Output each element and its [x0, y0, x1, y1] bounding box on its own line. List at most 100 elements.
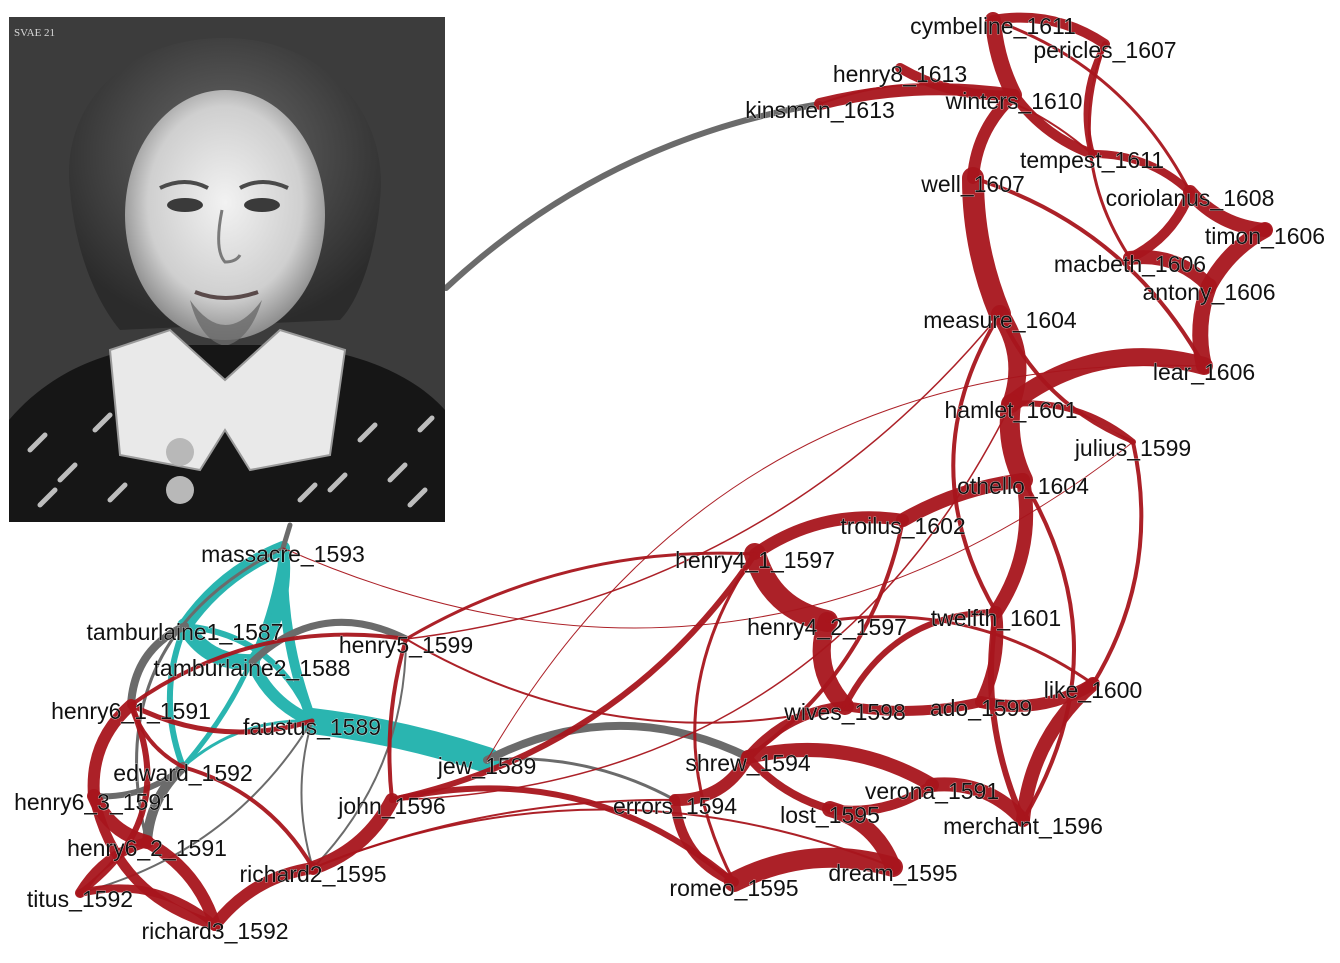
node-label-henry5_1599[interactable]: henry5_1599 — [339, 632, 474, 659]
node-label-richard3_1592[interactable]: richard3_1592 — [141, 918, 289, 945]
edge-hamlet_1601-othello_1604 — [999, 394, 1033, 490]
portrait-button — [166, 476, 194, 504]
edge-shrew_1594-errors_1594 — [669, 751, 754, 807]
node-label-richard2_1595[interactable]: richard2_1595 — [239, 861, 387, 888]
node-label-henry6_2_1591[interactable]: henry6_2_1591 — [67, 835, 227, 862]
portrait-face — [125, 90, 325, 340]
portrait-beard — [190, 300, 262, 346]
node-label-titus_1592[interactable]: titus_1592 — [27, 886, 134, 913]
node-label-like_1600[interactable]: like_1600 — [1043, 677, 1142, 704]
edge-henry6_3_1591-richard3_1592 — [89, 791, 220, 930]
node-label-wives_1598[interactable]: wives_1598 — [783, 699, 906, 726]
portrait-mouth — [194, 290, 259, 300]
edge-henry4_2_1597-like_1600 — [825, 615, 1095, 686]
edge-faustus_1589-titus_1592 — [79, 720, 313, 894]
edge-edward_1592-richard2_1595 — [181, 765, 315, 870]
edge-twelfth_1601-wives_1598 — [842, 609, 999, 709]
edge-henry5_1599-measure_1604 — [405, 313, 1001, 640]
edge-measure_1604-julius_1599 — [998, 312, 1135, 444]
edge-winters_1610-tempest_1611 — [1009, 90, 1097, 159]
node-label-cymbeline_1611[interactable]: cymbeline_1611 — [910, 13, 1076, 40]
edge-shrew_1594-lost_1595 — [744, 753, 834, 813]
edge-layer — [75, 12, 1273, 931]
edge-macbeth_1606-coriolanus_1608 — [1125, 187, 1195, 263]
node-label-henry8_1613[interactable]: henry8_1613 — [833, 61, 968, 88]
portrait-nose — [217, 209, 242, 264]
node-label-hamlet_1601[interactable]: hamlet_1601 — [944, 397, 1078, 424]
node-label-henry6_1_1591[interactable]: henry6_1_1591 — [51, 698, 211, 725]
portrait-right-eye — [244, 198, 280, 212]
marlowe-portrait: SVAE 21 — [9, 17, 445, 522]
edge-lear_1606-hamlet_1601 — [1002, 348, 1213, 413]
edge-kinsmen_1613-portrait — [443, 101, 823, 291]
edge-othello_1604-troilus_1602 — [896, 473, 1030, 527]
edge-massacre_1593-julius_1599 — [282, 441, 1134, 629]
node-label-jew_1589[interactable]: jew_1589 — [436, 753, 536, 780]
node-label-massacre_1593[interactable]: massacre_1593 — [201, 541, 365, 568]
node-label-romeo_1595[interactable]: romeo_1595 — [669, 875, 799, 902]
edge-wives_1598-ado_1599 — [840, 697, 986, 716]
edge-tamburlaine1_1587-tamburlaine2_1588 — [177, 618, 260, 671]
node-label-dream_1595[interactable]: dream_1595 — [828, 860, 958, 887]
node-label-pericles_1607[interactable]: pericles_1607 — [1033, 37, 1177, 64]
node-label-errors_1594[interactable]: errors_1594 — [613, 793, 738, 820]
node-label-ado_1599[interactable]: ado_1599 — [930, 695, 1033, 722]
edge-titus_1592-henry6_1_1591 — [77, 702, 151, 896]
node-label-henry4_2_1597[interactable]: henry4_2_1597 — [747, 614, 907, 641]
edge-faustus_1589-jew_1589 — [299, 708, 500, 773]
node-label-tamburlaine2_1588[interactable]: tamburlaine2_1588 — [153, 655, 351, 682]
node-label-merchant_1596[interactable]: merchant_1596 — [943, 813, 1103, 840]
node-label-well_1607[interactable]: well_1607 — [920, 171, 1025, 198]
node-label-measure_1604[interactable]: measure_1604 — [923, 307, 1077, 334]
node-label-coriolanus_1608[interactable]: coriolanus_1608 — [1105, 185, 1275, 212]
node-label-winters_1610[interactable]: winters_1610 — [944, 88, 1083, 115]
node-label-lost_1595[interactable]: lost_1595 — [780, 802, 880, 829]
edge-henry4_1_1597-henry4_2_1597 — [744, 543, 838, 632]
node-label-kinsmen_1613[interactable]: kinsmen_1613 — [745, 97, 895, 124]
edge-othello_1604-twelfth_1601 — [989, 473, 1034, 619]
edge-cymbeline_1611-coriolanus_1608 — [991, 18, 1192, 194]
edge-henry6_2_1591-richard3_1592 — [141, 836, 221, 931]
edge-massacre_1593-henry6_2_1591 — [135, 546, 285, 844]
node-label-henry6_3_1591[interactable]: henry6_3_1591 — [14, 789, 174, 816]
edge-john_1596-romeo_1595 — [389, 785, 737, 885]
node-label-faustus_1589[interactable]: faustus_1589 — [243, 714, 382, 741]
edge-timon_1606-antony_1606 — [1201, 222, 1273, 294]
edge-henry4_2_1597-wives_1598 — [812, 612, 854, 715]
portrait-slashes — [27, 412, 435, 508]
node-label-macbeth_1606[interactable]: macbeth_1606 — [1054, 251, 1207, 278]
node-label-john_1596[interactable]: john_1596 — [337, 793, 446, 820]
node-label-edward_1592[interactable]: edward_1592 — [113, 760, 253, 787]
node-label-twelfth_1601[interactable]: twelfth_1601 — [930, 605, 1061, 632]
edge-troilus_1602-henry4_1_1597 — [749, 511, 909, 560]
node-label-troilus_1602[interactable]: troilus_1602 — [840, 513, 966, 540]
node-label-antony_1606[interactable]: antony_1606 — [1142, 279, 1276, 306]
edge-john_1596-hamlet_1601 — [391, 403, 1012, 801]
edge-pericles_1607-macbeth_1606 — [1087, 42, 1132, 260]
edge-edward_1592-henry6_3_1591 — [91, 764, 186, 800]
node-label-verona_1591[interactable]: verona_1591 — [865, 778, 1000, 805]
node-label-timon_1606[interactable]: timon_1606 — [1205, 223, 1326, 250]
edge-john_1596-henry5_1599 — [387, 637, 408, 802]
edge-titus_1592-richard3_1592 — [76, 884, 219, 929]
edge-jew_1589-shrew_1594 — [483, 721, 752, 764]
node-label-henry4_1_1597[interactable]: henry4_1_1597 — [675, 547, 835, 574]
node-label-othello_1604[interactable]: othello_1604 — [957, 473, 1090, 500]
node-label-tempest_1611[interactable]: tempest_1611 — [1020, 147, 1165, 174]
edge-othello_1604-merchant_1596 — [1021, 478, 1076, 822]
node-label-lear_1606[interactable]: lear_1606 — [1153, 359, 1256, 386]
edge-well_1607-lear_1606 — [971, 176, 1206, 368]
edge-shrew_1594-verona_1591 — [741, 742, 939, 792]
node-label-julius_1599[interactable]: julius_1599 — [1074, 435, 1192, 462]
edge-twelfth_1601-merchant_1596 — [987, 609, 1026, 823]
edge-henry4_1_1597-romeo_1595 — [693, 552, 757, 884]
edge-henry5_1599-henry4_1_1597 — [404, 551, 757, 641]
node-label-tamburlaine1_1587[interactable]: tamburlaine1_1587 — [86, 619, 284, 646]
edge-henry6_2_1591-titus_1592 — [75, 837, 152, 898]
edge-massacre_1593-edward_1592 — [180, 545, 286, 770]
node-label-layer: cymbeline_1611pericles_1607henry8_1613wi… — [14, 13, 1326, 945]
node-label-shrew_1594[interactable]: shrew_1594 — [685, 750, 811, 777]
edge-tamburlaine2_1588-henry5_1599 — [248, 618, 410, 666]
edge-well_1607-measure_1604 — [961, 167, 1011, 325]
